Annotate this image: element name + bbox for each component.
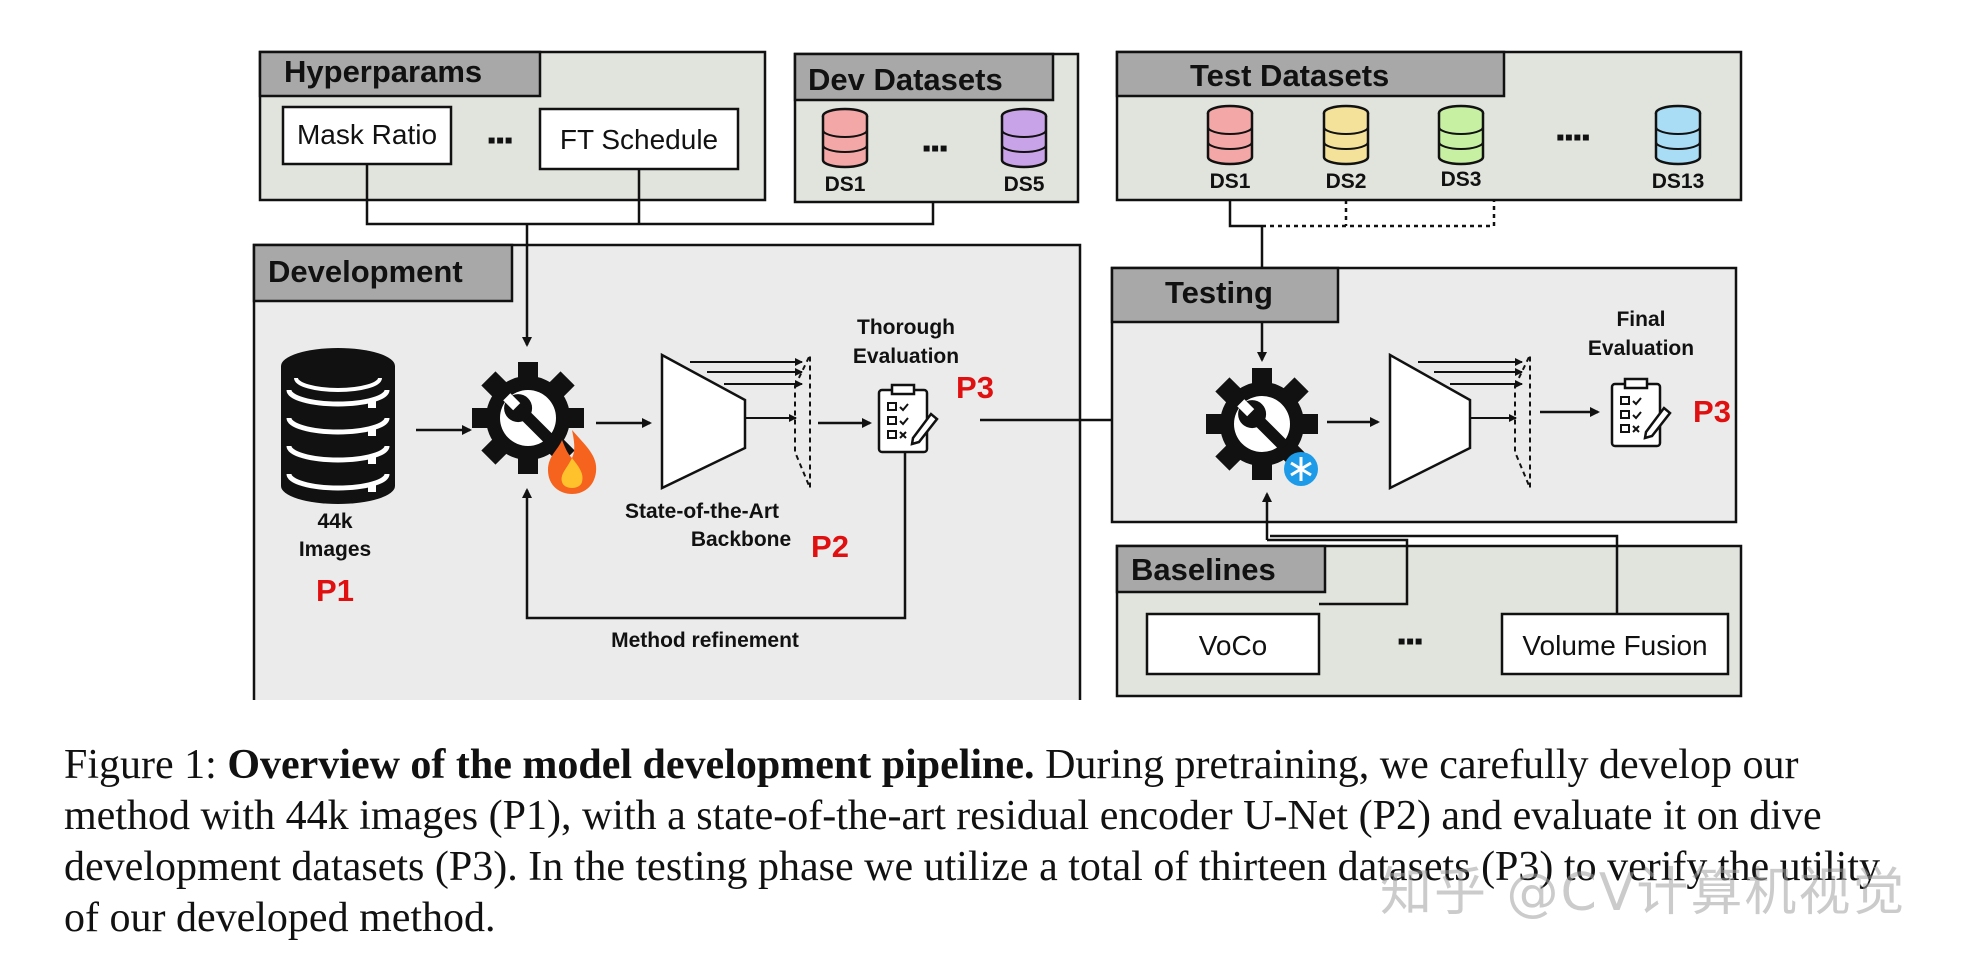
database-icon (1437, 104, 1485, 166)
method-refinement-label: Method refinement (611, 629, 799, 652)
testing-title: Testing (1165, 275, 1273, 310)
testing-panel: Testing Final Evaluation P3 (1110, 266, 1738, 524)
baselines-ellipsis: ▪▪▪ (1397, 628, 1423, 655)
development-panel: Development 44k Images P1 State-of-the-A… (252, 243, 1082, 700)
dev-ds5-label: DS5 (1004, 173, 1045, 196)
test-ds13-label: DS13 (1652, 170, 1705, 193)
caption-prefix: Figure 1: (64, 742, 228, 788)
dev-ellipsis: ▪▪▪ (922, 135, 948, 162)
fire-icon (548, 430, 597, 494)
database-icon (821, 107, 869, 169)
p2-label: P2 (811, 529, 849, 564)
test-ds1-label: DS1 (1210, 170, 1251, 193)
figure-caption: Figure 1: Overview of the model developm… (64, 740, 1924, 944)
images-count-label: 44k (317, 510, 352, 533)
thorough-evaluation-line2: Evaluation (853, 345, 959, 368)
watermark: 知乎 @CV计算机视觉 (1380, 863, 1907, 923)
ft-schedule-label: FT Schedule (560, 124, 718, 155)
snowflake-icon (1284, 452, 1318, 486)
images-label: Images (299, 538, 371, 561)
final-evaluation-line2: Evaluation (1588, 337, 1694, 360)
final-evaluation-line1: Final (1616, 308, 1665, 331)
pipeline-diagram: Hyperparams Mask Ratio ▪▪▪ FT Schedule D… (252, 50, 1743, 700)
test-ds3-label: DS3 (1441, 168, 1482, 191)
backbone-label-line1: State-of-the-Art (625, 500, 779, 523)
database-icon (1000, 107, 1048, 169)
baselines-panel: Baselines VoCo ▪▪▪ Volume Fusion (1115, 544, 1743, 698)
test-ellipsis: ▪▪▪▪ (1556, 124, 1590, 151)
encoder-trapezoid-icon (1388, 352, 1531, 491)
dev-datasets-title: Dev Datasets (808, 62, 1003, 97)
caption-body: During pretraining, we carefully develop… (64, 742, 1881, 941)
caption-title: Overview of the model development pipeli… (227, 742, 1035, 788)
p1-label: P1 (316, 573, 354, 608)
p3-test-label: P3 (1693, 394, 1731, 429)
database-icon (1206, 104, 1254, 166)
test-datasets-panel: Test Datasets ▪▪▪▪ DS1 DS2 DS3 DS13 (1115, 50, 1743, 202)
ft-schedule-box (538, 107, 740, 171)
database-icon (1654, 104, 1702, 166)
volume-fusion-box (1500, 612, 1730, 676)
database-icon (1322, 104, 1370, 166)
voco-label: VoCo (1199, 630, 1268, 661)
mask-ratio-label: Mask Ratio (297, 119, 437, 150)
dev-datasets-panel: Dev Datasets ▪▪▪ DS1 DS5 (793, 52, 1080, 204)
volume-fusion-label: Volume Fusion (1522, 630, 1707, 661)
hyperparams-title: Hyperparams (284, 54, 482, 89)
hyperparams-panel: Hyperparams Mask Ratio ▪▪▪ FT Schedule (258, 50, 767, 202)
dev-ds1-label: DS1 (825, 173, 866, 196)
encoder-trapezoid-icon (660, 352, 811, 490)
images-database-icon (281, 348, 395, 504)
p3-dev-label: P3 (956, 370, 994, 405)
baselines-title: Baselines (1131, 552, 1276, 587)
hyperparams-ellipsis: ▪▪▪ (487, 127, 513, 154)
thorough-evaluation-line1: Thorough (857, 316, 955, 339)
backbone-label-line2: Backbone (691, 528, 791, 551)
test-datasets-title: Test Datasets (1190, 58, 1389, 93)
development-title: Development (268, 254, 463, 289)
test-ds2-label: DS2 (1326, 170, 1367, 193)
voco-box (1145, 612, 1321, 676)
